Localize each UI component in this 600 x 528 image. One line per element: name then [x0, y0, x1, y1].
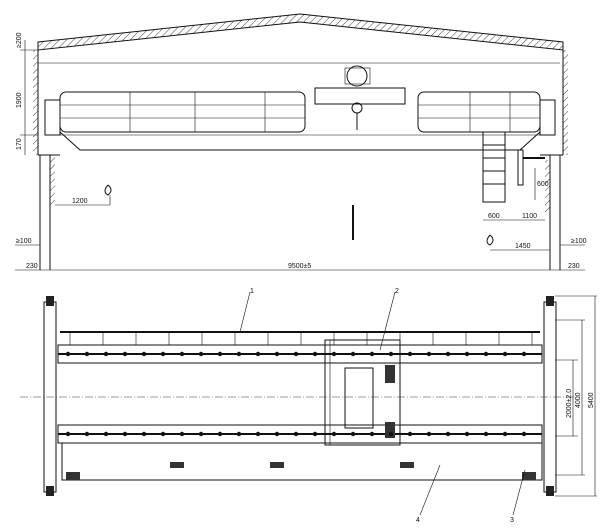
girder-bolt	[521, 431, 527, 437]
girder-bolt	[65, 431, 71, 437]
dim-roof-clearance: ≥200	[16, 32, 23, 48]
building-roof	[33, 13, 568, 155]
dim-left-wall-offset: 230	[26, 263, 38, 270]
girder-bolt	[274, 431, 280, 437]
plan-dimension-lines	[555, 295, 597, 497]
girder-bolt	[369, 351, 375, 357]
girder-bolt	[312, 351, 318, 357]
dim-right-hook-approach: 1450	[515, 243, 531, 250]
callout-4: 4	[416, 517, 420, 524]
girder-bolt	[464, 351, 470, 357]
girder-bolt	[141, 431, 147, 437]
girder-bolt	[255, 351, 261, 357]
callout-3: 3	[510, 517, 514, 524]
dim-left-hook-approach: 1200	[72, 198, 88, 205]
dim-ladder-offset: 1100	[522, 213, 537, 220]
girder-bolt	[407, 351, 413, 357]
girder-bolt	[160, 431, 166, 437]
trolley-hoist	[314, 65, 406, 130]
girder-bolt	[426, 431, 432, 437]
girder-bolt	[445, 351, 451, 357]
girder-bolt	[293, 351, 299, 357]
girder-bolt	[274, 351, 280, 357]
dim-rail-gauge: 2000±2.0	[566, 389, 573, 418]
callout-1: 1	[250, 288, 254, 295]
girder-bolt	[483, 431, 489, 437]
girder-bolt	[388, 351, 394, 357]
girder-bolt	[103, 351, 109, 357]
dim-right-side-clearance: ≥100	[571, 238, 587, 245]
girder-bolt	[502, 431, 508, 437]
girder-bolt	[350, 431, 356, 437]
dim-crane-height: 1900	[16, 92, 23, 108]
girder-bolt	[236, 431, 242, 437]
elevation-view: ≥200 1900 170 1200 ≥100 230 9500±5 600 1…	[15, 13, 587, 271]
dim-ladder-width: 600	[488, 213, 500, 220]
girders	[57, 344, 543, 481]
girder-bolt	[103, 431, 109, 437]
girder-bolt	[369, 431, 375, 437]
girder-bolt	[331, 431, 337, 437]
hook-icon	[104, 184, 494, 246]
girder-bolt	[236, 351, 242, 357]
girder-bolt	[179, 351, 185, 357]
girder-bolt	[84, 431, 90, 437]
girder-bolt	[445, 431, 451, 437]
girder-bolt	[426, 351, 432, 357]
girder-bolt	[141, 351, 147, 357]
girder-bolt	[217, 431, 223, 437]
girder-bolt	[312, 431, 318, 437]
dim-right-wall-offset: 230	[568, 263, 580, 270]
girder-bolt	[198, 431, 204, 437]
trolley	[324, 339, 401, 446]
dim-span: 9500±5	[288, 263, 311, 270]
girder-bolt	[483, 351, 489, 357]
bridge-girder	[44, 91, 556, 151]
dim-rail-height: 170	[16, 138, 23, 150]
girder-bolt	[388, 431, 394, 437]
ladder	[482, 131, 545, 203]
girder-bolt	[179, 431, 185, 437]
dim-left-side-clearance: ≥100	[16, 238, 32, 245]
girder-bolt	[331, 351, 337, 357]
girder-bolt	[350, 351, 356, 357]
girder-bolt	[65, 351, 71, 357]
girder-bolt	[502, 351, 508, 357]
girder-bolt	[255, 431, 261, 437]
end-carriages	[43, 296, 557, 496]
girder-bolt	[293, 431, 299, 437]
girder-bolt	[160, 351, 166, 357]
callout-2: 2	[395, 288, 399, 295]
girder-bolt	[122, 431, 128, 437]
girder-bolt	[217, 351, 223, 357]
girder-bolt	[464, 431, 470, 437]
girder-bolt	[84, 351, 90, 357]
dim-wheel-base: 4000	[575, 392, 582, 408]
girder-bolt	[198, 351, 204, 357]
plan-view: 1 2 3 4 2000±2.0 4000 5400	[20, 288, 597, 524]
dim-platform-height: 600	[537, 181, 549, 188]
girder-bolt	[521, 351, 527, 357]
dimension-lines	[15, 40, 585, 271]
dim-overall-width: 5400	[588, 392, 595, 408]
columns	[38, 154, 563, 270]
girder-bolt	[122, 351, 128, 357]
girder-bolt	[407, 431, 413, 437]
callout-leaders	[239, 291, 526, 516]
